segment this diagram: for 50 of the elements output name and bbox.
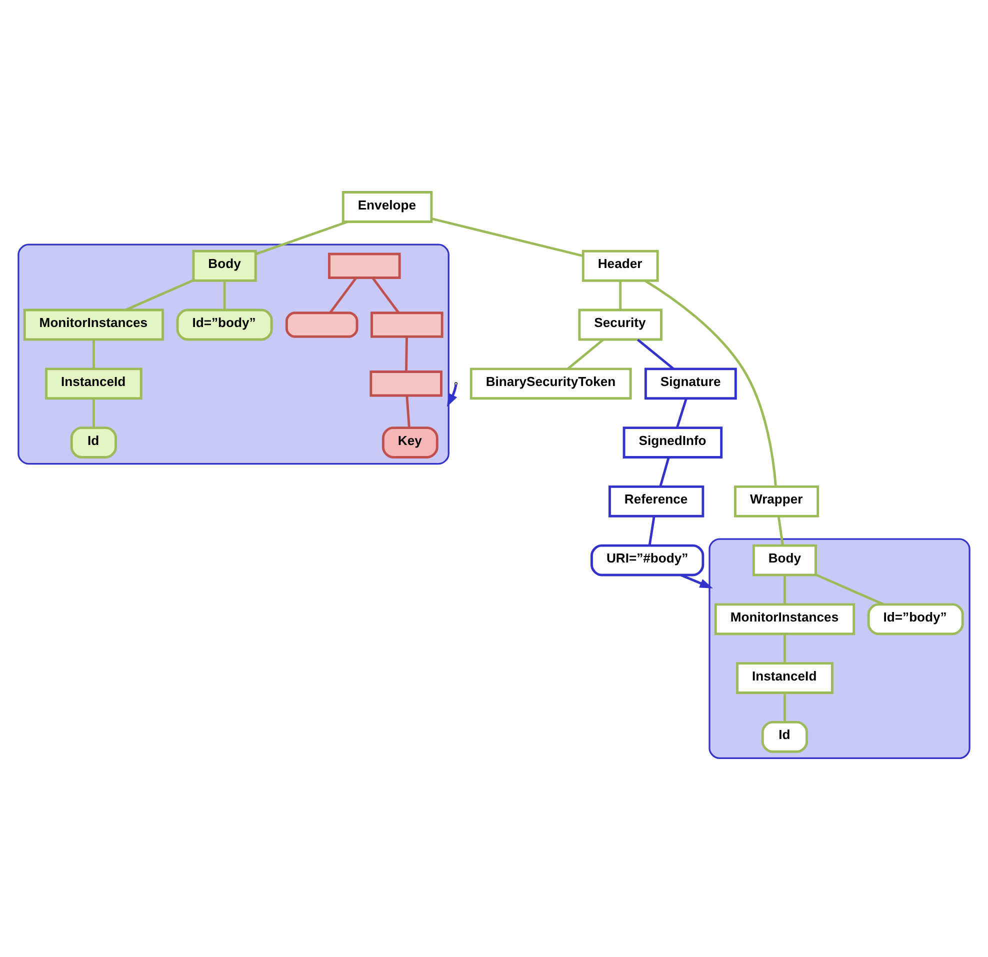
connector (784, 693, 786, 722)
cluster (18, 244, 450, 465)
node-box (370, 312, 444, 338)
node-box (285, 312, 358, 338)
connector (405, 336, 408, 372)
connector (644, 280, 777, 486)
node-box: Body (752, 544, 818, 576)
arrow (446, 384, 458, 407)
connector (816, 574, 884, 606)
connector (784, 575, 786, 604)
node-box: Key (382, 426, 438, 458)
node-box: InstanceId (45, 368, 142, 400)
node-box: BinarySecurityToken (470, 368, 632, 400)
node-box: Security (578, 308, 662, 341)
connector (255, 220, 348, 256)
connector (125, 279, 194, 312)
node-box: SignedInfo (622, 426, 723, 458)
node-box: Id (70, 426, 117, 458)
connector (619, 280, 622, 310)
connector (92, 398, 95, 428)
connector (223, 280, 226, 310)
cluster (708, 538, 970, 759)
connector (636, 338, 674, 370)
node-box: MonitorInstances (23, 308, 164, 341)
node-box: Id=”body” (176, 308, 273, 341)
node-box (328, 252, 401, 279)
connector (567, 338, 604, 370)
connector (431, 218, 584, 258)
node-box: Body (192, 250, 257, 282)
node-box: Id=”body” (867, 603, 964, 636)
node-box: URI=”#body” (590, 544, 704, 576)
node-box: Reference (608, 485, 704, 518)
node-box: Wrapper (734, 485, 820, 518)
connector (329, 277, 357, 314)
connector (406, 396, 410, 428)
connector (659, 457, 670, 487)
connector (784, 634, 786, 664)
node-box: Header (582, 250, 659, 282)
connector (92, 340, 95, 369)
node-box (370, 370, 442, 397)
connector (676, 398, 688, 428)
connector (648, 516, 656, 546)
node-box: InstanceId (736, 662, 834, 694)
connector (777, 516, 784, 546)
node-box: Envelope (342, 191, 433, 223)
node-box: MonitorInstances (714, 603, 856, 636)
connector (372, 277, 400, 314)
node-box: Signature (644, 368, 737, 400)
arrow (680, 574, 713, 588)
node-box: Id (761, 720, 808, 753)
